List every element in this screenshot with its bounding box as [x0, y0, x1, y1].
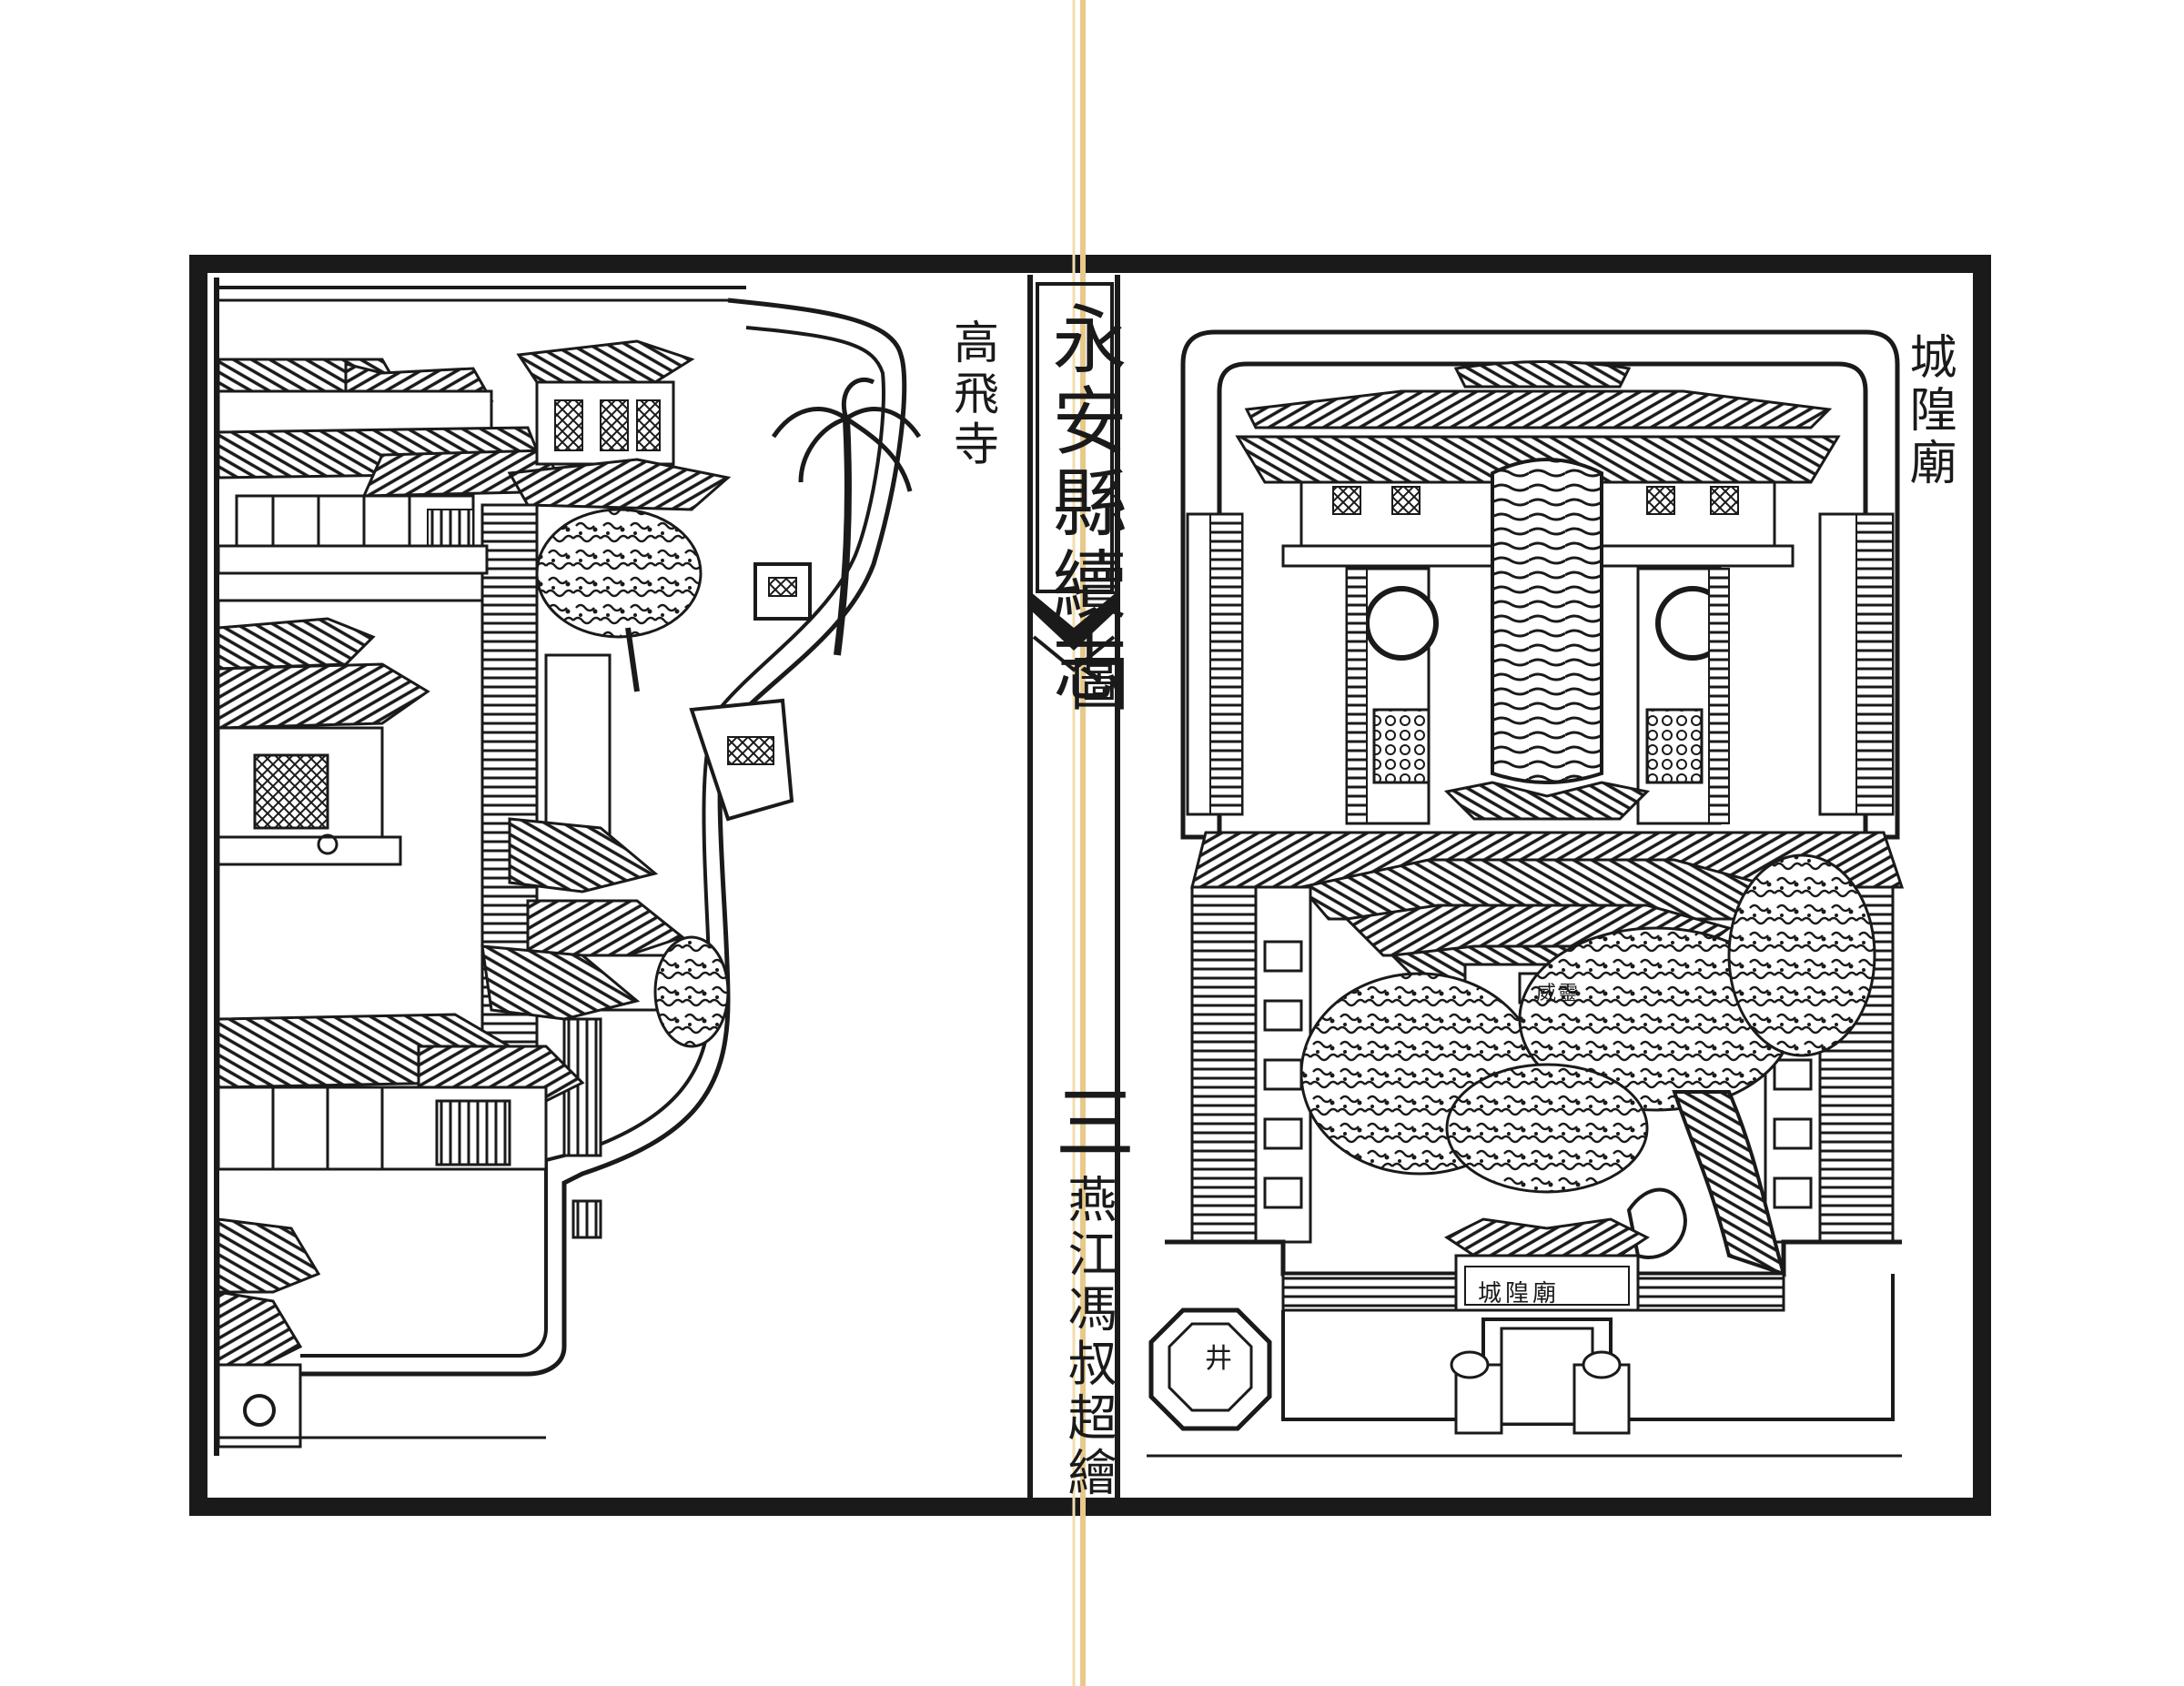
well-label: 井 [1205, 1343, 1232, 1375]
artist-credit: 燕江馮叔超繪 [1059, 1174, 1117, 1501]
page-number: 三 [1042, 1081, 1136, 1161]
gate-plaque-text: 城隍廟 [1478, 1280, 1561, 1307]
hall-plaque-text: 威靈 [1536, 983, 1581, 1005]
right-panel-caption: 城隍廟 [1901, 332, 1956, 490]
section-label: 圖 [1060, 653, 1127, 712]
book-title: 永安縣續志 [1039, 300, 1126, 710]
left-panel-caption: 高飛寺 [946, 318, 999, 471]
